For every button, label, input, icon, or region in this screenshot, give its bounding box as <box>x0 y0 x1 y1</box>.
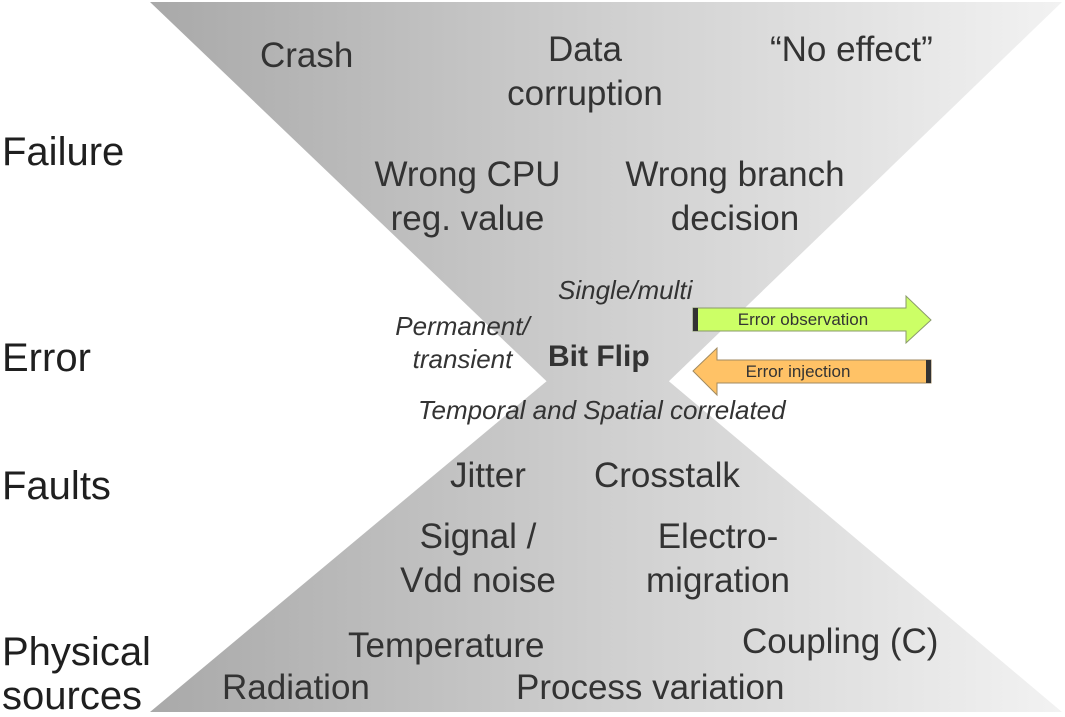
fault-crosstalk: Crosstalk <box>594 456 740 495</box>
hourglass-top <box>150 2 1062 440</box>
failure-data-corruption-line1: Data <box>548 30 622 69</box>
failure-wrong-branch-line1: Wrong branch <box>625 155 845 194</box>
error-temporal-spatial: Temporal and Spatial correlated <box>418 395 786 425</box>
physical-process-variation: Process variation <box>516 668 785 707</box>
fault-signal-noise-line1: Signal / <box>419 517 537 556</box>
level-failure: Failure <box>2 130 125 174</box>
level-error: Error <box>2 336 91 380</box>
error-bit-flip: Bit Flip <box>548 340 650 373</box>
error-injection-label: Error injection <box>745 362 851 381</box>
error-observation-arrow <box>692 294 932 345</box>
error-observation-label: Error observation <box>737 310 869 329</box>
failure-wrong-branch-line2: decision <box>670 199 800 238</box>
level-faults: Faults <box>2 464 111 508</box>
failure-crash: Crash <box>260 36 354 75</box>
error-injection-arrow <box>692 346 932 397</box>
physical-coupling: Coupling (C) <box>742 622 939 661</box>
failure-wrong-cpu-line2: reg. value <box>390 199 545 238</box>
error-permanent-transient-line2: transient <box>412 344 513 374</box>
error-single-multi: Single/multi <box>558 275 693 305</box>
fault-electromigration-line1: Electro- <box>657 517 779 556</box>
failure-wrong-cpu-line1: Wrong CPU <box>374 155 561 194</box>
failure-data-corruption-line2: corruption <box>507 74 663 113</box>
level-physical-sources-line2: sources <box>2 674 143 717</box>
fault-jitter: Jitter <box>450 456 526 495</box>
physical-temperature: Temperature <box>348 626 545 665</box>
hourglass-bottom <box>150 330 1062 712</box>
physical-radiation: Radiation <box>222 668 370 707</box>
error-permanent-transient-line1: Permanent/ <box>395 311 530 341</box>
fault-signal-noise-line2: Vdd noise <box>400 561 556 600</box>
fault-electromigration-line2: migration <box>646 561 790 600</box>
level-physical-sources-line1: Physical <box>2 630 151 674</box>
failure-no-effect: “No effect” <box>770 30 933 69</box>
